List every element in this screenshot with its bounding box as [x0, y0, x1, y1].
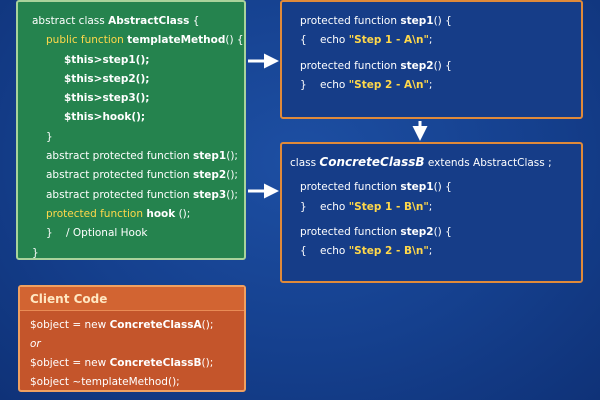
abstract-class-declaration: abstract class AbstractClass { — [32, 12, 244, 31]
client-line-1: $object = new ConcreteClassA(); — [30, 316, 244, 335]
semicolon: ; — [428, 245, 433, 258]
echo-keyword: { echo — [300, 34, 349, 47]
keyword: protected function — [46, 207, 147, 220]
object-ref: $object ~ — [30, 376, 82, 388]
semicolon: ; — [428, 78, 433, 91]
method-name: step1 — [193, 150, 227, 163]
method-name: hook — [146, 207, 176, 220]
client-code-box: Client Code $object = new ConcreteClassA… — [18, 285, 246, 392]
template-method-declaration: public function templateMethod() { — [32, 31, 244, 50]
abstract-step2: abstract protected function step2(); — [32, 166, 244, 185]
class-name: ConcreteClassB — [319, 155, 425, 169]
method-name: step2 — [400, 59, 434, 72]
semicolon: ; — [428, 34, 433, 47]
brace: { — [189, 15, 200, 27]
method-name: templateMethod — [127, 34, 226, 47]
keyword: protected function — [300, 225, 401, 238]
keyword: protected function — [300, 15, 401, 27]
parens: (); — [175, 207, 191, 220]
classB-methods: protected function step1() { } echo "Ste… — [290, 178, 581, 261]
method-name: step2 — [400, 225, 434, 238]
classB-step2-body: { echo "Step 2 - B\n"; — [300, 242, 581, 261]
brace: () { — [433, 225, 452, 238]
extends-clause: extends AbstractClass ; — [424, 157, 552, 169]
keyword: protected function — [300, 181, 401, 194]
keyword: abstract class — [32, 15, 109, 27]
classB-step2-declaration: protected function step2() { — [300, 223, 581, 242]
client-line-3: $object ~templateMethod(); — [30, 373, 244, 392]
concrete-class-b-box: class ConcreteClassB extends AbstractCla… — [280, 142, 583, 283]
classB-step1-declaration: protected function step1() { — [300, 178, 581, 197]
classB-step1-body: } echo "Step 1 - B\n"; — [300, 198, 581, 217]
brace: () { — [433, 181, 452, 194]
keyword: abstract protected function — [46, 169, 193, 182]
call-step3: $this>step3(); — [64, 92, 150, 105]
call-step2: $this>step2(); — [64, 72, 150, 85]
keyword: class — [290, 157, 320, 169]
concrete-class-a-box: protected function step1() { { echo "Ste… — [280, 0, 583, 119]
keyword: abstract protected function — [46, 188, 193, 201]
client-line-2: $object = new ConcreteClassB(); — [30, 354, 244, 373]
method-name: step2 — [193, 169, 227, 182]
echo-keyword: } echo — [300, 200, 349, 213]
keyword: public function — [46, 34, 128, 47]
assignment: $object = new — [30, 357, 110, 369]
brace: () { — [433, 15, 452, 27]
parens: (); — [226, 150, 238, 163]
classA-step1-declaration: protected function step1() { — [300, 12, 581, 31]
brace: () { — [225, 34, 244, 47]
brace: () { — [433, 59, 452, 72]
abstract-step1: abstract protected function step1(); — [32, 147, 244, 166]
classA-step2-declaration: protected function step2() { — [300, 57, 581, 76]
string-literal: "Step 2 - B\n" — [348, 245, 429, 258]
assignment: $object = new — [30, 319, 110, 331]
client-code-title: Client Code — [20, 287, 244, 311]
semicolon: ; — [428, 200, 433, 213]
string-literal: "Step 1 - A\n" — [348, 34, 429, 47]
parens: (); — [201, 319, 214, 331]
hook-declaration: protected function hook (); — [32, 205, 244, 224]
template-method-close: } — [46, 130, 53, 143]
keyword: abstract protected function — [46, 150, 193, 163]
parens: (); — [167, 376, 180, 388]
classA-step2-body: } echo "Step 2 - A\n"; — [300, 76, 581, 95]
call-hook: $this>hook(); — [64, 111, 146, 124]
class-name: ConcreteClassA — [109, 319, 202, 331]
abstract-class-close: } — [32, 246, 39, 259]
string-literal: "Step 1 - B\n" — [348, 200, 429, 213]
abstract-class-box: abstract class AbstractClass { public fu… — [16, 0, 246, 260]
string-literal: "Step 2 - A\n" — [348, 78, 429, 91]
client-or: or — [30, 338, 41, 350]
hook-comment: } / Optional Hook — [46, 227, 148, 240]
classB-declaration: class ConcreteClassB extends AbstractCla… — [290, 153, 581, 173]
call-step1: $this>step1(); — [64, 53, 150, 66]
method-name: step1 — [400, 15, 434, 27]
classA-step1-body: { echo "Step 1 - A\n"; — [300, 31, 581, 50]
keyword: protected function — [300, 59, 401, 72]
class-name: AbstractClass — [108, 15, 190, 27]
method-name: step3 — [193, 188, 227, 201]
class-name: ConcreteClassB — [109, 357, 202, 369]
client-code-body: $object = new ConcreteClassA(); or $obje… — [20, 311, 244, 392]
method-name: step1 — [400, 181, 434, 194]
parens: (); — [226, 188, 238, 201]
echo-keyword: } echo — [300, 78, 349, 91]
parens: (); — [226, 169, 238, 182]
abstract-step3: abstract protected function step3(); — [32, 186, 244, 205]
method-name: templateMethod — [81, 376, 168, 388]
parens: (); — [201, 357, 214, 369]
echo-keyword: { echo — [300, 245, 349, 258]
